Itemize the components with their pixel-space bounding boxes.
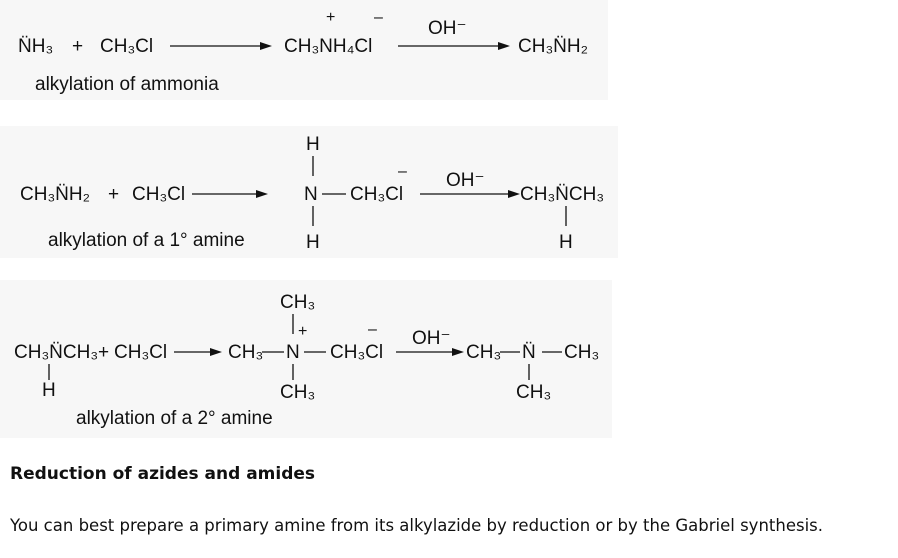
charge-negative: – [368,321,377,338]
equation-alkylation-primary-amine: CH₃N̈H₂ + CH₃Cl H N CH₃Cl – H OH⁻ CH₃N̈C… [0,126,618,258]
intermediate-ammonium-salt: CH₃NH₄Cl [284,36,372,57]
methyl-left: CH₃ [228,342,263,363]
charge-positive: + [326,9,335,26]
caption-alkylation-secondary: alkylation of a 2° amine [76,408,273,429]
arrowhead-2 [508,190,520,198]
intermediate-ch3cl: CH₃Cl [350,184,403,205]
product-methyl-right: CH₃ [564,342,599,363]
reactant-hydrogen: H [42,380,56,401]
hydrogen-top: H [306,134,320,155]
equation-2-diagram: CH₃N̈H₂ + CH₃Cl H N CH₃Cl – H OH⁻ CH₃N̈C… [20,134,604,253]
equation-1-diagram: N̈H₃ + CH₃Cl + – CH₃NH₄Cl OH⁻ CH₃N̈H₂ al… [18,9,588,95]
plus-sign: + [108,184,119,205]
nitrogen-center: N [304,184,318,205]
section-paragraph: You can best prepare a primary amine fro… [10,516,824,535]
methyl-top: CH₃ [280,292,315,313]
nitrogen-center: N [286,342,300,363]
section-heading: Reduction of azides and amides [10,464,316,484]
product-nitrogen: N̈ [522,342,536,363]
reactant-methylamine: CH₃N̈H₂ [20,184,90,205]
charge-negative: – [398,163,407,180]
equation-alkylation-ammonia: N̈H₃ + CH₃Cl + – CH₃NH₄Cl OH⁻ CH₃N̈H₂ al… [0,0,608,100]
plus-sign: + [98,342,109,363]
product-methylamine: CH₃N̈H₂ [518,36,588,57]
product-methyl-left: CH₃ [466,342,501,363]
reactant-ammonia: N̈H₃ [18,36,53,57]
arrowhead-2 [498,42,510,50]
arrowhead-1 [210,348,222,356]
reactant-chloromethane: CH₃Cl [132,184,185,205]
caption-alkylation-ammonia: alkylation of ammonia [35,74,219,95]
plus-sign: + [72,36,83,57]
equation-3-diagram: CH₃N̈CH₃ H + CH₃Cl CH₃ CH₃ + N CH₃Cl – C… [14,292,599,429]
base-hydroxide: OH⁻ [446,170,485,191]
product-methyl-bottom: CH₃ [516,382,551,403]
arrowhead-1 [260,42,272,50]
intermediate-ch3cl: CH₃Cl [330,342,383,363]
reactant-chloromethane: CH₃Cl [114,342,167,363]
product-hydrogen: H [559,232,573,253]
base-hydroxide: OH⁻ [412,328,451,349]
arrowhead-1 [256,190,268,198]
arrowhead-2 [452,348,464,356]
equation-alkylation-secondary-amine: CH₃N̈CH₃ H + CH₃Cl CH₃ CH₃ + N CH₃Cl – C… [0,280,612,438]
methyl-bottom: CH₃ [280,382,315,403]
charge-positive: + [298,323,307,340]
charge-negative: – [374,9,383,26]
product-dimethylamine: CH₃N̈CH₃ [520,184,604,205]
base-hydroxide: OH⁻ [428,18,467,39]
hydrogen-bottom: H [306,232,320,253]
caption-alkylation-primary: alkylation of a 1° amine [48,230,245,251]
reactant-chloromethane: CH₃Cl [100,36,153,57]
reactant-dimethylamine: CH₃N̈CH₃ [14,342,98,363]
